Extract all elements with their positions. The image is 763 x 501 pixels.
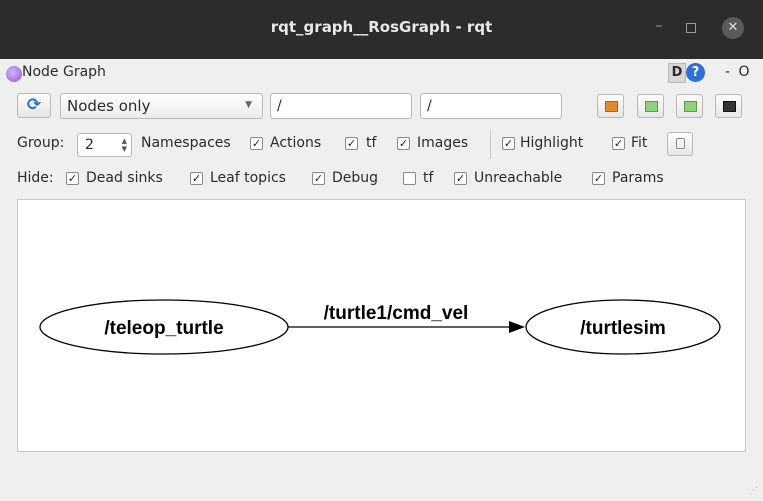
tf-label: tf (366, 135, 377, 151)
refresh-icon: ⟳ (26, 95, 42, 115)
screenshot-icon (723, 101, 736, 112)
edge-arrowhead (509, 321, 525, 333)
save-svg-button[interactable] (676, 94, 703, 118)
hide-label: Hide: (17, 170, 54, 186)
namespace-filter-input[interactable] (270, 93, 412, 119)
params-checkbox[interactable]: ✓ (592, 172, 605, 185)
images-label: Images (417, 135, 469, 151)
plugin-title: Node Graph (22, 64, 106, 80)
plugin-icon (6, 66, 22, 82)
window-title: rqt_graph__RosGraph - rqt (270, 18, 493, 36)
refresh-button[interactable]: ⟳ (17, 93, 51, 118)
graph-svg: /teleop_turtle /turtle1/cmd_vel /turtles… (39, 299, 721, 355)
folder-icon (605, 101, 618, 112)
namespaces-checkbox[interactable]: ✓ (250, 137, 263, 150)
fit-label: Fit (631, 135, 648, 151)
minimize-icon[interactable]: – (655, 18, 663, 34)
save-image-icon (684, 101, 697, 112)
options-row: Group: (0, 132, 763, 158)
debug-checkbox[interactable]: ✓ (312, 172, 325, 185)
maximize-icon[interactable] (686, 23, 696, 33)
actions-checkbox[interactable]: ✓ (345, 137, 358, 150)
fit-checkbox[interactable]: ✓ (612, 137, 625, 150)
namespaces-label: Namespaces (141, 135, 231, 151)
edge-cmd-vel[interactable]: /turtle1/cmd_vel (288, 303, 525, 333)
node-turtlesim[interactable]: /turtlesim (525, 299, 721, 355)
tf-checkbox[interactable]: ✓ (397, 137, 410, 150)
params-label: Params (612, 170, 664, 186)
hide-tf-checkbox[interactable] (403, 172, 416, 185)
chevron-down-icon[interactable]: ▼ (121, 145, 127, 153)
edge-label: /turtle1/cmd_vel (324, 303, 469, 324)
topic-filter-input[interactable] (420, 93, 562, 119)
node-teleop-turtle[interactable]: /teleop_turtle (39, 299, 289, 355)
dead-sinks-label: Dead sinks (86, 170, 163, 186)
load-button[interactable] (597, 94, 624, 118)
source-node-label: /teleop_turtle (104, 318, 223, 339)
highlight-label: Highlight (520, 135, 584, 151)
leaf-topics-checkbox[interactable]: ✓ (190, 172, 203, 185)
chevron-up-icon[interactable]: ▲ (121, 137, 127, 145)
graph-canvas[interactable]: /teleop_turtle /turtle1/cmd_vel /turtles… (17, 199, 746, 452)
screenshot-button[interactable] (715, 94, 742, 118)
resize-grip-icon[interactable]: ⋰ (749, 486, 758, 496)
window-titlebar[interactable]: rqt_graph__RosGraph - rqt – ✕ (0, 0, 763, 59)
leaf-topics-label: Leaf topics (210, 170, 286, 186)
plugin-close-button[interactable]: - O (725, 64, 752, 80)
target-node-label: /turtlesim (580, 318, 666, 339)
fit-icon (676, 138, 685, 149)
debug-label: Debug (332, 170, 379, 186)
fit-in-view-button[interactable] (667, 132, 693, 156)
close-icon[interactable]: ✕ (722, 17, 744, 39)
group-value: 2 (85, 137, 94, 153)
help-icon[interactable]: ? (686, 63, 705, 82)
chevron-down-icon: ▼ (245, 100, 252, 110)
plugin-header (0, 59, 763, 89)
graph-type-value: Nodes only (67, 97, 151, 115)
dead-sinks-checkbox[interactable]: ✓ (66, 172, 79, 185)
highlight-checkbox[interactable]: ✓ (502, 137, 515, 150)
unreachable-label: Unreachable (474, 170, 563, 186)
actions-label: Actions (270, 135, 322, 151)
options-separator (490, 130, 491, 159)
group-label: Group: (17, 135, 65, 151)
debug-button[interactable]: D (668, 63, 686, 83)
save-dot-button[interactable] (637, 94, 664, 118)
node-ellipse (525, 299, 721, 355)
group-spinbox[interactable]: 2 ▲ ▼ (77, 133, 132, 157)
unreachable-checkbox[interactable]: ✓ (454, 172, 467, 185)
save-icon (645, 101, 658, 112)
hide-tf-label: tf (423, 170, 434, 186)
graph-type-select[interactable]: Nodes only ▼ (60, 93, 263, 119)
